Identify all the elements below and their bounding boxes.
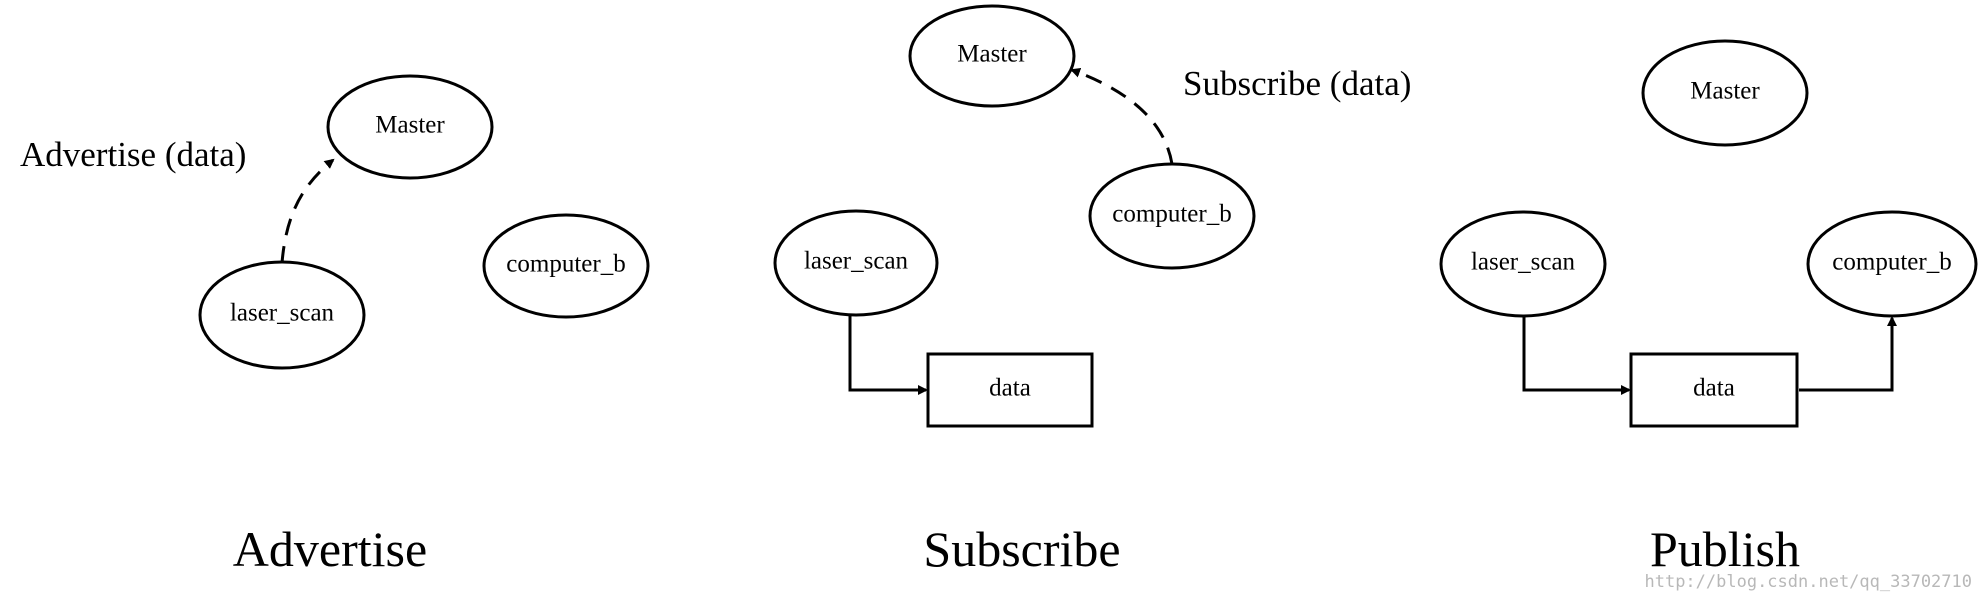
advertise-master-label: Master	[375, 112, 445, 139]
subscribe-data-label: data	[989, 375, 1031, 402]
advertise-title: Advertise	[233, 521, 427, 577]
subscribe-master-label: Master	[957, 41, 1027, 68]
publish-panel: Master laser_scan computer_b data Publis…	[1439, 39, 1978, 577]
watermark-text: http://blog.csdn.net/qq_33702710	[1644, 572, 1972, 592]
publish-master-label: Master	[1690, 78, 1760, 105]
advertise-edge	[280, 158, 335, 264]
publish-computer-b-label: computer_b	[1832, 249, 1951, 276]
advertise-panel: Master computer_b laser_scan Advertise (…	[20, 74, 650, 577]
subscribe-edge	[1070, 68, 1174, 165]
advertise-laser-scan-label: laser_scan	[230, 300, 335, 327]
advertise-master-node	[326, 74, 494, 180]
subscribe-laser-to-data-edge	[848, 315, 928, 395]
advertise-computer-b-node	[482, 213, 650, 319]
subscribe-title: Subscribe	[923, 521, 1120, 577]
subscribe-panel: Master computer_b laser_scan data Subscr…	[773, 4, 1411, 577]
publish-data-box	[1629, 352, 1799, 428]
publish-title: Publish	[1650, 521, 1800, 577]
advertise-edge-label: Advertise (data)	[20, 135, 246, 174]
subscribe-laser-scan-label: laser_scan	[804, 248, 909, 275]
subscribe-laser-scan-node	[773, 209, 939, 317]
publish-laser-scan-label: laser_scan	[1471, 249, 1576, 276]
advertise-computer-b-label: computer_b	[506, 251, 625, 278]
publish-master-node	[1641, 39, 1809, 147]
subscribe-master-node	[908, 4, 1076, 108]
subscribe-computer-b-label: computer_b	[1112, 201, 1231, 228]
subscribe-data-box	[926, 352, 1094, 428]
publish-laser-to-data-edge	[1522, 316, 1631, 395]
publish-data-to-computer-b-edge	[1799, 316, 1897, 392]
subscribe-edge-label: Subscribe (data)	[1183, 64, 1411, 103]
publish-data-label: data	[1693, 375, 1735, 402]
